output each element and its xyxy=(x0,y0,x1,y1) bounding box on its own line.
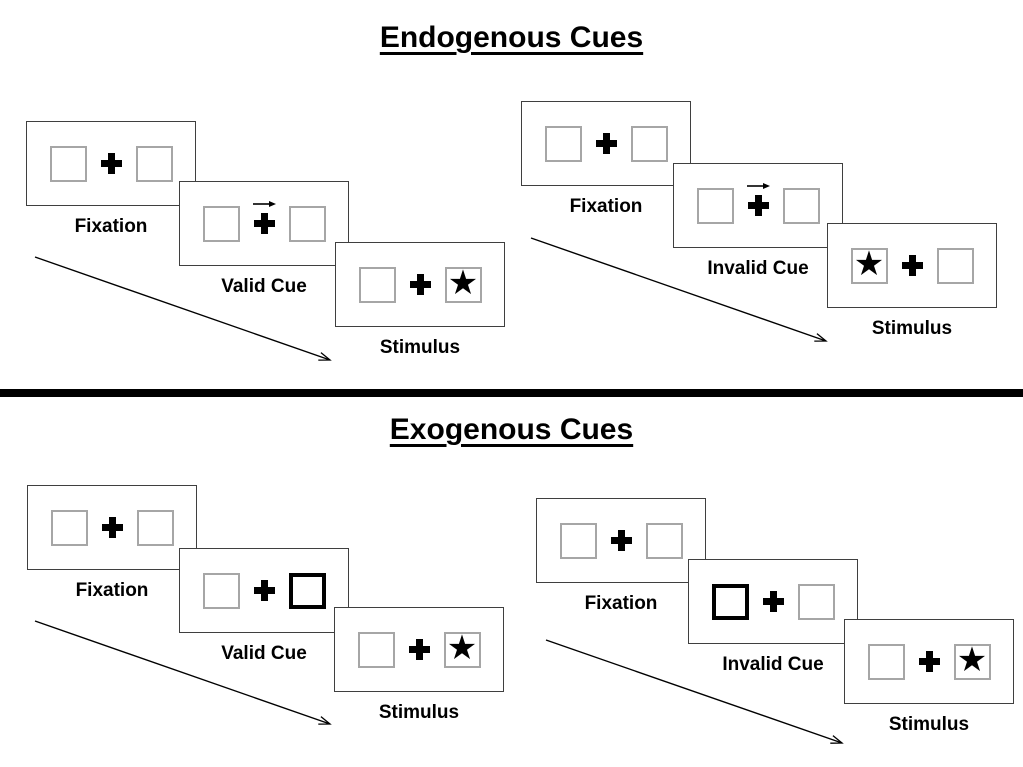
timeline-arrow-endogenous-invalid xyxy=(530,237,828,342)
right-box xyxy=(936,247,974,284)
fixation-panel: Fixation xyxy=(27,485,197,601)
invalid-cue-panel: Invalid Cue xyxy=(673,163,843,279)
target-box: ★ xyxy=(850,244,888,284)
valid-cue-panel: Valid Cue xyxy=(179,548,349,664)
panel-label: Stimulus xyxy=(888,714,970,735)
panel-label: Fixation xyxy=(74,216,148,237)
right-box xyxy=(645,522,683,559)
right-box xyxy=(136,509,174,546)
fixation-cross-icon xyxy=(762,591,784,612)
fixation-cross-icon xyxy=(610,530,632,551)
stimulus-panel: ★ Stimulus xyxy=(844,619,1014,735)
fixation-cross-icon xyxy=(595,133,617,154)
section-title-endogenous: Endogenous Cues xyxy=(379,21,644,54)
right-box xyxy=(630,125,668,162)
fixation-cross-icon xyxy=(101,517,123,538)
left-box xyxy=(202,572,240,609)
panel-label: Fixation xyxy=(569,196,643,217)
left-box xyxy=(357,631,395,668)
panel-label: Valid Cue xyxy=(221,643,307,664)
fixation-cross-icon xyxy=(901,255,923,276)
left-box xyxy=(50,509,88,546)
fixation-panel: Fixation xyxy=(26,121,196,237)
panel-label: Stimulus xyxy=(871,318,953,339)
panel-label: Stimulus xyxy=(378,702,460,723)
timeline-arrow-exogenous-invalid xyxy=(545,639,844,744)
left-box xyxy=(867,643,905,680)
right-arrow-icon xyxy=(746,183,770,189)
stimulus-panel: ★ Stimulus xyxy=(827,223,997,339)
star-icon: ★ xyxy=(956,640,988,679)
fixation-panel: Fixation xyxy=(536,498,706,614)
panel-label: Fixation xyxy=(75,580,149,601)
target-box: ★ xyxy=(444,263,482,303)
fixation-cross-icon xyxy=(408,639,430,660)
fixation-cross-icon xyxy=(918,651,940,672)
star-icon: ★ xyxy=(447,263,479,302)
star-icon: ★ xyxy=(853,244,885,283)
fixation-cross-icon xyxy=(252,201,276,234)
left-box xyxy=(358,266,396,303)
right-box xyxy=(797,583,835,620)
stimulus-panel: ★ Stimulus xyxy=(334,607,504,723)
timeline-arrow-endogenous-valid xyxy=(34,256,332,361)
valid-cue-panel: Valid Cue xyxy=(179,181,349,297)
right-arrow-icon xyxy=(252,201,276,207)
fixation-panel: Fixation xyxy=(521,101,691,217)
right-box xyxy=(782,187,820,224)
highlighted-box xyxy=(288,572,326,609)
panel-label: Stimulus xyxy=(379,337,461,358)
panel-label: Invalid Cue xyxy=(707,258,809,279)
target-box: ★ xyxy=(953,640,991,680)
right-box xyxy=(135,145,173,182)
left-box xyxy=(544,125,582,162)
star-icon: ★ xyxy=(446,628,478,667)
fixation-cross-icon xyxy=(100,153,122,174)
target-box: ★ xyxy=(443,628,481,668)
fixation-cross-icon xyxy=(409,274,431,295)
invalid-cue-panel: Invalid Cue xyxy=(688,559,858,675)
section-title-exogenous: Exogenous Cues xyxy=(389,413,634,446)
panel-label: Fixation xyxy=(584,593,658,614)
left-box xyxy=(202,205,240,242)
right-box xyxy=(288,205,326,242)
highlighted-box xyxy=(711,583,749,620)
left-box xyxy=(696,187,734,224)
panel-label: Invalid Cue xyxy=(722,654,824,675)
stimulus-panel: ★ Stimulus xyxy=(335,242,505,358)
panel-label: Valid Cue xyxy=(221,276,307,297)
fixation-cross-icon xyxy=(746,183,770,216)
fixation-cross-icon xyxy=(253,580,275,601)
left-box xyxy=(49,145,87,182)
timeline-arrow-exogenous-valid xyxy=(34,620,332,725)
section-divider xyxy=(0,389,1023,397)
left-box xyxy=(559,522,597,559)
